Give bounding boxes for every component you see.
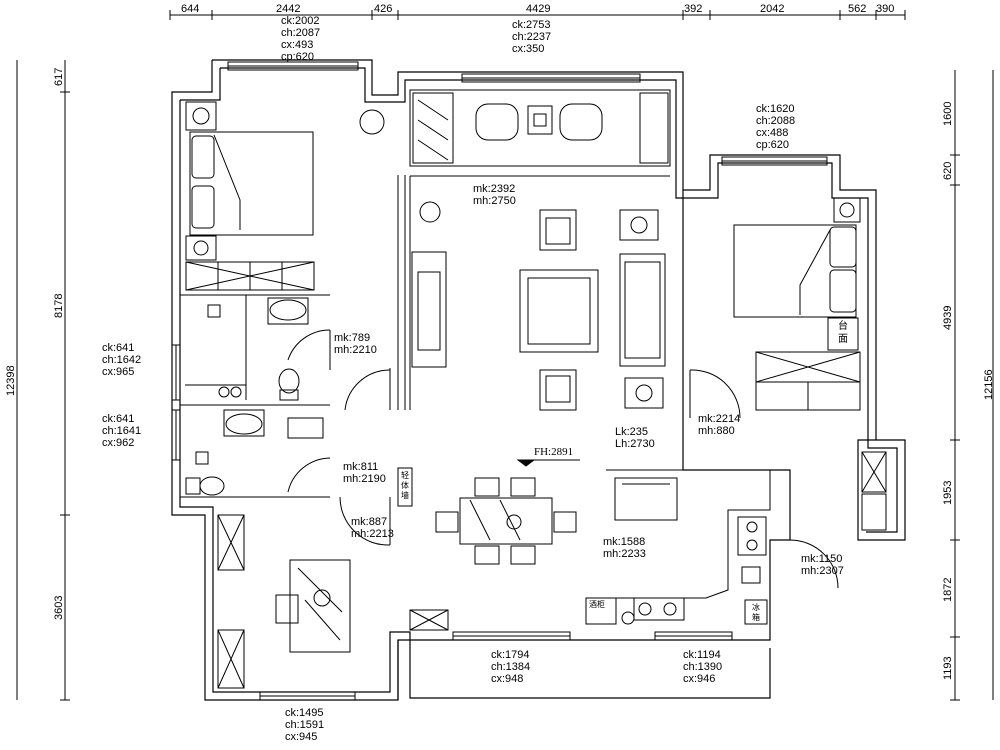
top-dim-3: 426	[374, 3, 393, 15]
fridge-label-bot: 箱	[752, 613, 760, 622]
floor-height-marker	[516, 459, 536, 467]
top-dim-5: 392	[684, 3, 703, 15]
windows	[171, 61, 828, 701]
light-wall-label-bot: 墙	[401, 491, 409, 500]
top-dim-7: 562	[848, 3, 867, 15]
right-dim-4: 1953	[942, 480, 954, 505]
right-dim-1: 1600	[942, 101, 954, 126]
top-dim-6: 2042	[760, 3, 785, 15]
left-dim-2: 8178	[53, 293, 65, 318]
right-dim-5: 1872	[942, 577, 954, 602]
right-dim-2: 620	[942, 161, 954, 180]
top-dim-1: 644	[181, 3, 200, 15]
left-dim-total: 12398	[5, 365, 17, 396]
dining-area	[397, 467, 577, 565]
top-dim-8: 390	[876, 3, 895, 15]
counter-label-top: 台	[838, 321, 848, 332]
second-bedroom	[689, 197, 887, 531]
right-dim-3: 4939	[942, 305, 954, 330]
wine-cabinet-label: 酒柜	[589, 600, 605, 609]
bathrooms	[180, 294, 391, 546]
floor-height-label: FH:2891	[534, 446, 574, 458]
right-dim-6: 1193	[942, 656, 954, 680]
counter-label-bot: 面	[838, 334, 848, 345]
study-room	[217, 514, 351, 689]
top-dimension-ticks	[169, 10, 906, 20]
top-dim-2: 2442	[276, 3, 301, 15]
right-dim-total: 12156	[983, 369, 995, 400]
outer-walls	[171, 59, 906, 701]
light-wall-label-mid: 体	[401, 481, 409, 490]
left-dim-3: 3603	[53, 595, 65, 620]
master-bedroom	[185, 101, 385, 291]
side-dimension-ticks	[60, 91, 960, 701]
kitchen	[409, 469, 839, 631]
top-dim-4: 4429	[526, 3, 551, 15]
fridge-label-top: 冰	[752, 603, 760, 612]
left-dim-1: 617	[53, 67, 65, 86]
living-room	[397, 89, 671, 411]
light-wall-label-top: 轻	[401, 471, 409, 480]
